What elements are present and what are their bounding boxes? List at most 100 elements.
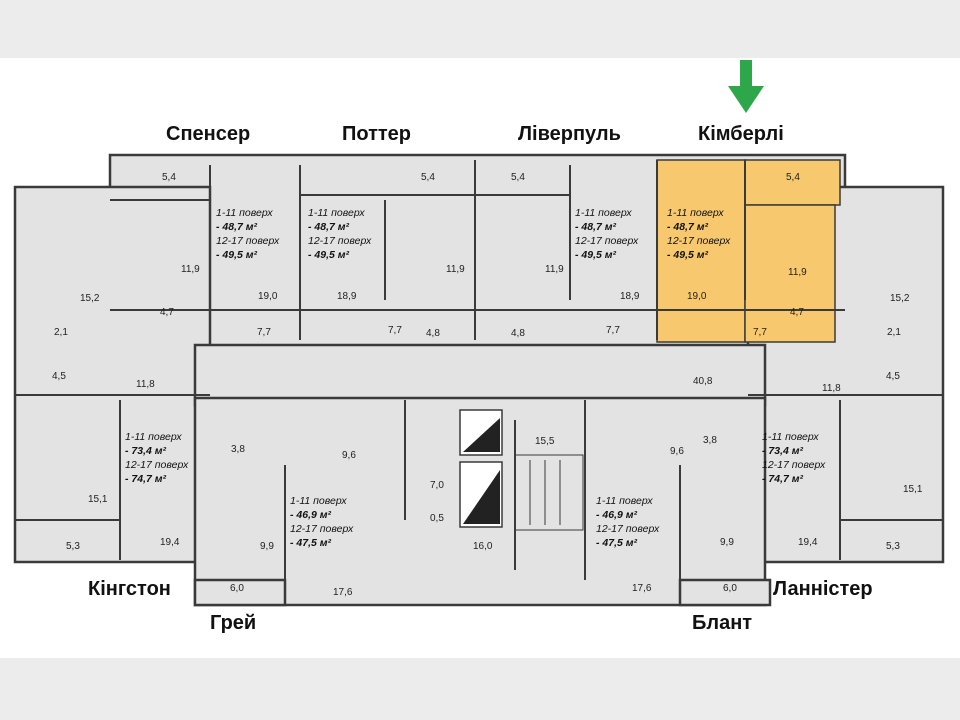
apt-info-liverpool: 1-11 поверх - 48,7 м² 12-17 поверх - 49,… — [575, 206, 638, 262]
room-area: 11,9 — [181, 264, 200, 275]
room-area: 7,7 — [753, 327, 767, 338]
room-area: 6,0 — [723, 583, 737, 594]
room-area: 17,6 — [632, 583, 652, 594]
floors-label: 1-11 поверх — [308, 207, 365, 219]
room-area: 4,7 — [790, 307, 804, 318]
room-area: 5,4 — [421, 172, 435, 183]
room-area: 5,3 — [886, 541, 900, 552]
floors-label: 12-17 поверх — [667, 235, 731, 247]
apt-info-kimberly: 1-11 поверх - 48,7 м² 12-17 поверх - 49,… — [667, 206, 730, 262]
room-area: 5,3 — [66, 541, 80, 552]
floors-label: 1-11 поверх — [125, 431, 182, 443]
area-value: - 49,5 м² — [575, 249, 617, 261]
floors-label: 1-11 поверх — [596, 495, 653, 507]
room-area: 11,9 — [446, 264, 465, 275]
floors-label: 12-17 поверх — [290, 523, 354, 535]
area-value: - 47,5 м² — [290, 537, 332, 549]
room-area: 19,0 — [687, 291, 707, 302]
room-area: 19,0 — [258, 291, 278, 302]
room-area: 11,8 — [822, 383, 841, 394]
room-area: 4,5 — [52, 371, 66, 382]
room-area: 3,8 — [231, 444, 245, 455]
area-value: - 48,7 м² — [216, 221, 258, 233]
room-area: 40,8 — [693, 376, 713, 387]
room-area: 2,1 — [887, 327, 901, 338]
floors-label: 1-11 поверх — [762, 431, 819, 443]
room-area: 5,4 — [786, 172, 800, 183]
area-value: - 46,9 м² — [290, 509, 332, 521]
room-area: 17,6 — [333, 587, 353, 598]
apt-name-spenser: Спенсер — [166, 123, 251, 145]
room-area: 7,0 — [430, 480, 444, 491]
area-value: - 49,5 м² — [667, 249, 709, 261]
room-area: 7,7 — [257, 327, 271, 338]
floors-label: 1-11 поверх — [290, 495, 347, 507]
apt-name-kingston: Кінгстон — [88, 578, 171, 600]
apt-info-potter: 1-11 поверх - 48,7 м² 12-17 поверх - 49,… — [308, 206, 371, 262]
apt-name-lannister: Ланністер — [773, 578, 873, 600]
area-value: - 49,5 м² — [308, 249, 350, 261]
area-value: - 48,7 м² — [308, 221, 350, 233]
stairwell — [514, 454, 584, 531]
room-area: 4,8 — [426, 328, 440, 339]
room-area: 3,8 — [703, 435, 717, 446]
down-arrow-icon — [728, 60, 764, 113]
room-area: 16,0 — [473, 541, 493, 552]
floors-label: 1-11 поверх — [575, 207, 632, 219]
area-value: - 49,5 м² — [216, 249, 258, 261]
apt-name-liverpool: Ліверпуль — [518, 123, 621, 145]
room-area: 18,9 — [337, 291, 357, 302]
room-area: 9,6 — [670, 446, 684, 457]
floors-label: 12-17 поверх — [125, 459, 189, 471]
apt-name-grey: Грей — [210, 612, 257, 634]
room-area: 11,9 — [788, 267, 807, 278]
room-area: 4,5 — [886, 371, 900, 382]
room-area: 15,2 — [890, 293, 910, 304]
floors-label: 1-11 поверх — [216, 207, 273, 219]
room-area: 9,9 — [720, 537, 734, 548]
area-value: - 47,5 м² — [596, 537, 638, 549]
room-area: 15,1 — [88, 494, 108, 505]
elevator-shaft-fill-bottom — [463, 470, 500, 524]
area-value: - 74,7 м² — [762, 473, 804, 485]
room-area: 18,9 — [620, 291, 640, 302]
floors-label: 12-17 поверх — [308, 235, 372, 247]
interior-walls — [15, 160, 943, 605]
room-area: 15,5 — [535, 436, 555, 447]
room-area: 11,8 — [136, 379, 155, 390]
room-area: 9,6 — [342, 450, 356, 461]
area-value: - 46,9 м² — [596, 509, 638, 521]
area-value: - 48,7 м² — [667, 221, 709, 233]
kimberly-highlight — [656, 159, 841, 343]
room-area: 11,9 — [545, 264, 564, 275]
floors-label: 12-17 поверх — [762, 459, 826, 471]
room-area: 0,5 — [430, 513, 444, 524]
area-value: - 48,7 м² — [575, 221, 617, 233]
floors-label: 12-17 поверх — [575, 235, 639, 247]
apt-info-kingston: 1-11 поверх - 73,4 м² 12-17 поверх - 74,… — [125, 430, 188, 486]
area-value: - 73,4 м² — [125, 445, 167, 457]
apt-name-kimberly: Кімберлі — [698, 123, 784, 145]
room-area: 9,9 — [260, 541, 274, 552]
apt-name-potter: Поттер — [342, 123, 412, 145]
room-area: 15,2 — [80, 293, 100, 304]
room-area: 19,4 — [798, 537, 818, 548]
room-area: 19,4 — [160, 537, 180, 548]
room-area: 7,7 — [388, 325, 402, 336]
room-area: 5,4 — [162, 172, 176, 183]
apt-info-grey: 1-11 поверх - 46,9 м² 12-17 поверх - 47,… — [290, 494, 353, 550]
area-value: - 74,7 м² — [125, 473, 167, 485]
elevator-shaft-fill-top — [463, 418, 500, 452]
apt-info-spenser: 1-11 поверх - 48,7 м² 12-17 поверх - 49,… — [216, 206, 279, 262]
floors-label: 12-17 поверх — [596, 523, 660, 535]
room-area: 7,7 — [606, 325, 620, 336]
room-area: 5,4 — [511, 172, 525, 183]
area-value: - 73,4 м² — [762, 445, 804, 457]
room-area: 4,7 — [160, 307, 174, 318]
apt-info-lannister: 1-11 поверх - 73,4 м² 12-17 поверх - 74,… — [762, 430, 825, 486]
room-area: 15,1 — [903, 484, 923, 495]
floors-label: 12-17 поверх — [216, 235, 280, 247]
room-area: 6,0 — [230, 583, 244, 594]
floors-label: 1-11 поверх — [667, 207, 724, 219]
